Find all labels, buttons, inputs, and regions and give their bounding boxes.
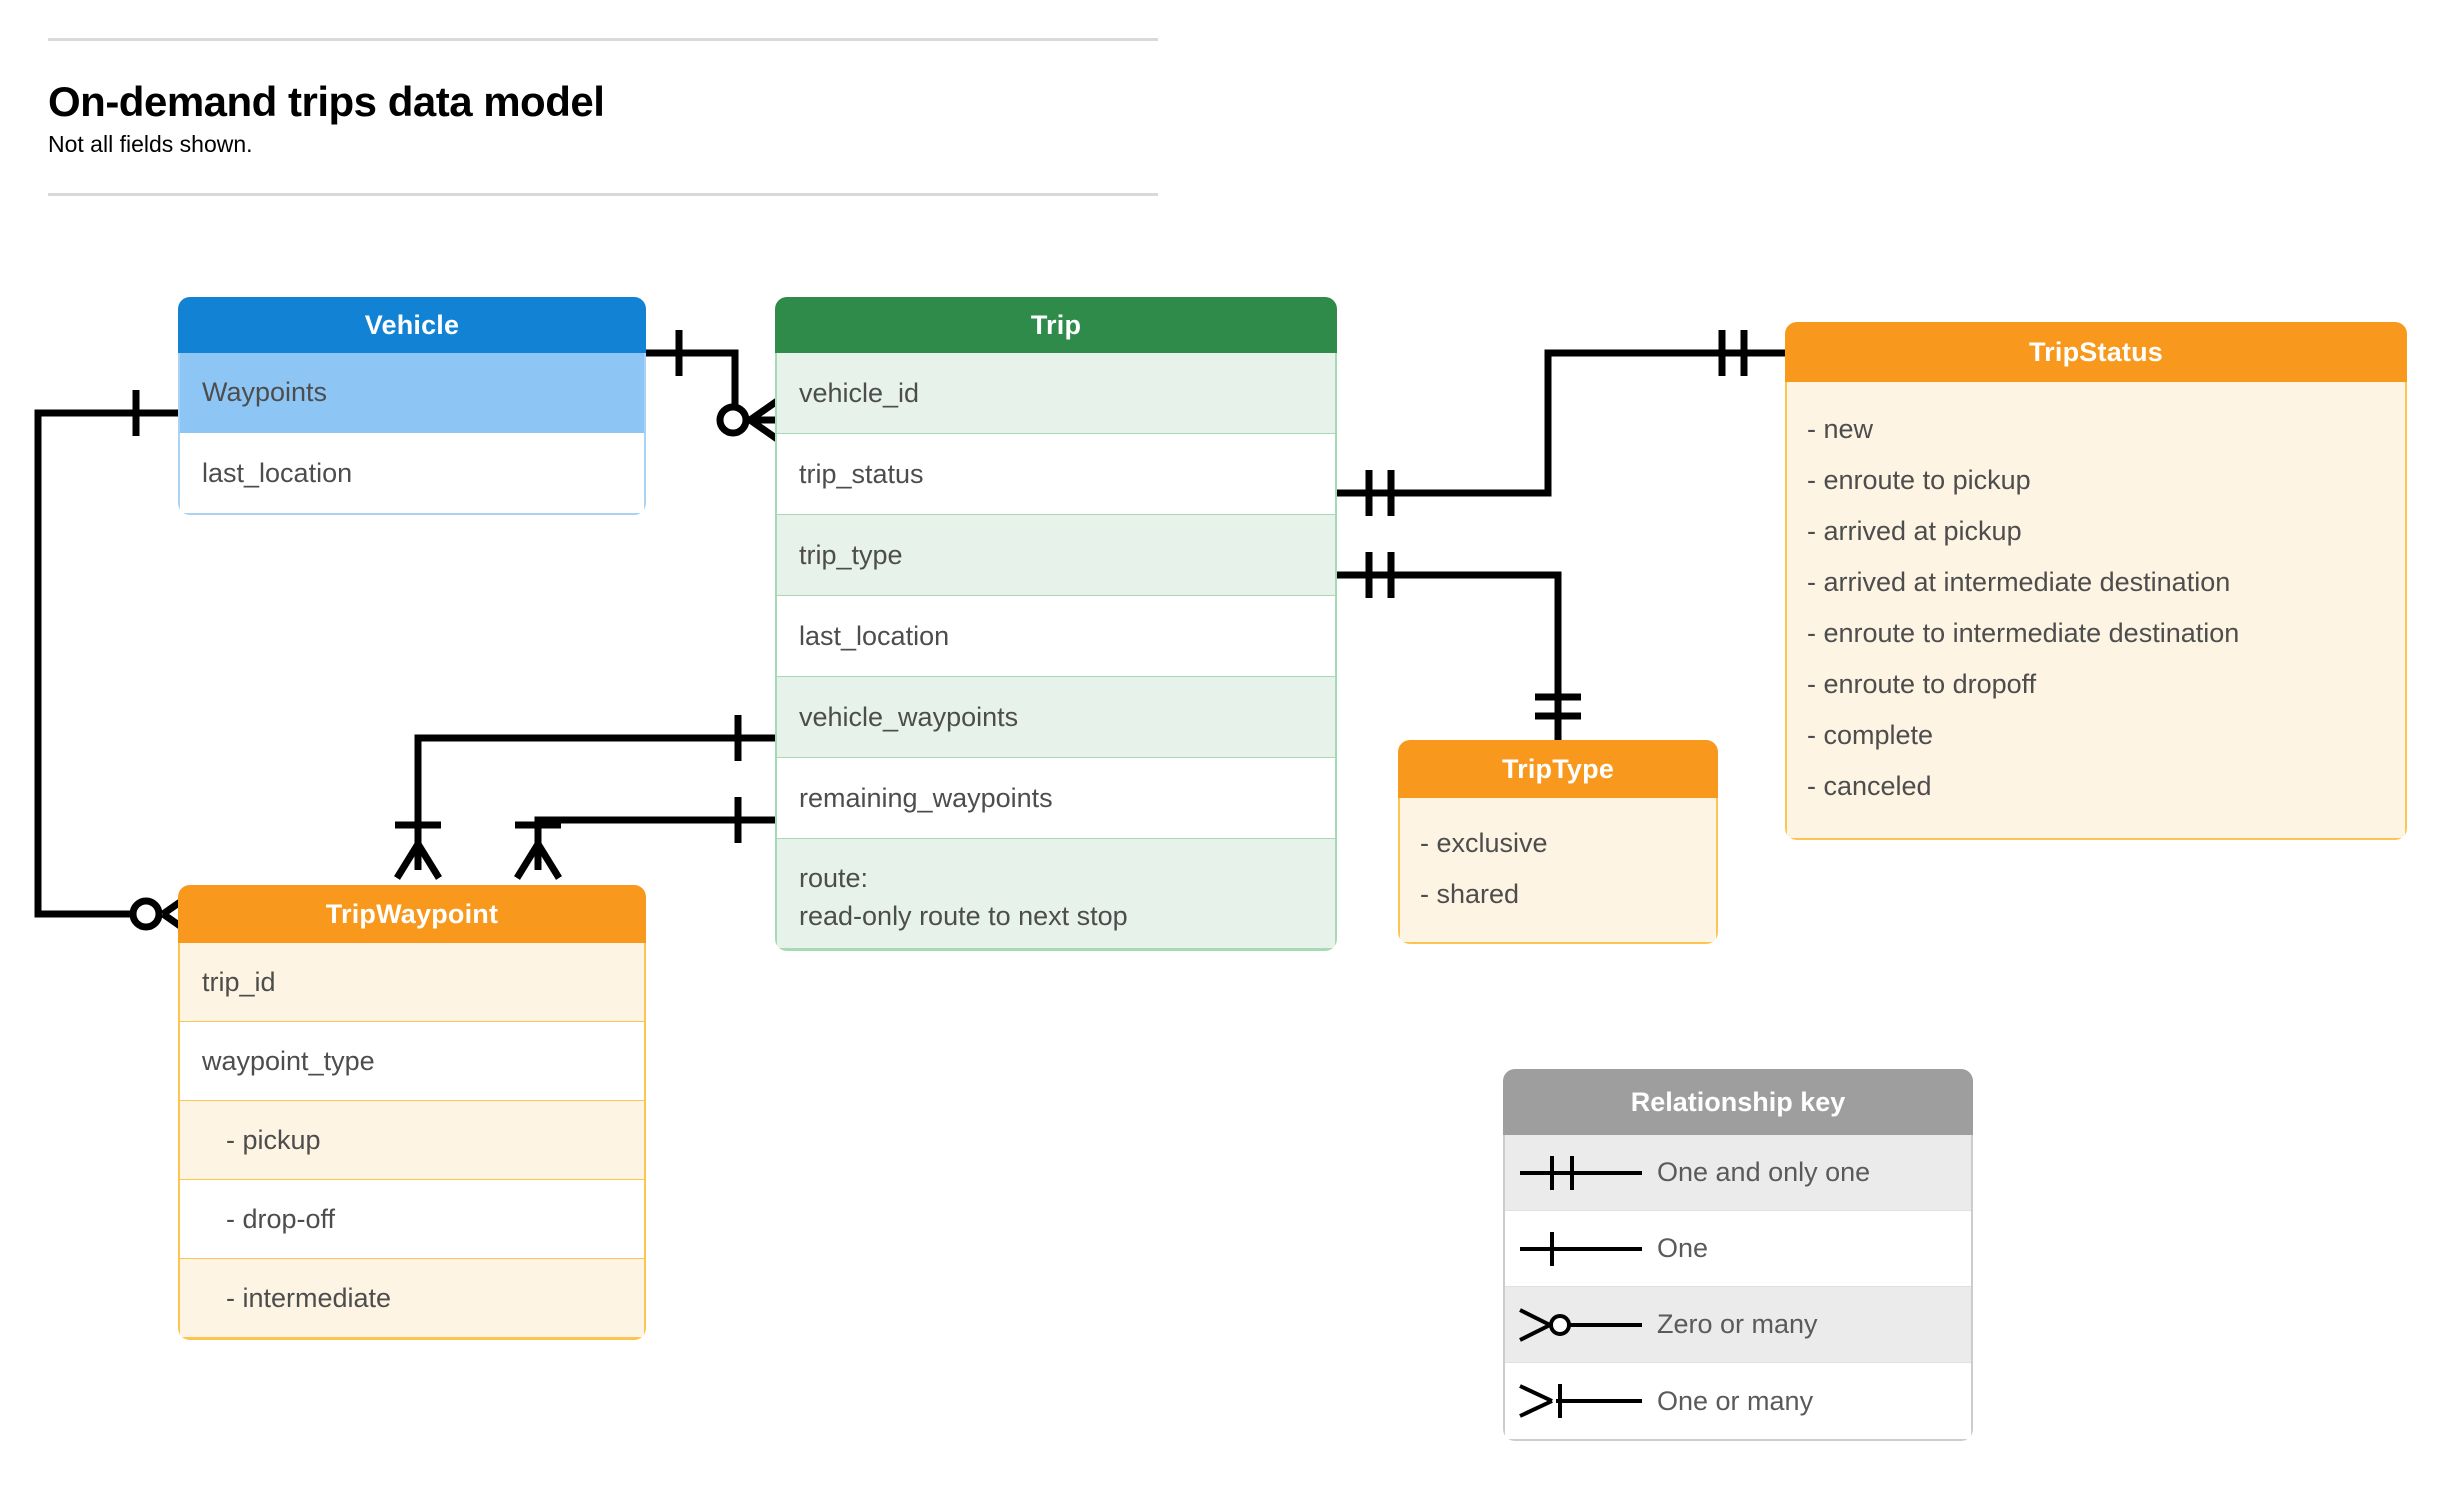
entity-tripwaypoint-fields: trip_id waypoint_type - pickup - drop-of…: [178, 943, 646, 1340]
field-row[interactable]: vehicle_id: [777, 353, 1335, 434]
entity-vehicle-fields: Waypoints last_location: [178, 353, 646, 515]
field-row[interactable]: trip_type: [777, 515, 1335, 596]
field-route-description: read-only route to next stop: [799, 901, 1128, 932]
connector-remaining-waypoints-to-tripwaypoint: [514, 797, 775, 880]
zero-or-many-icon: [1505, 1303, 1657, 1347]
enum-value-row: - enroute to pickup: [1807, 464, 2031, 495]
page-subtitle: Not all fields shown.: [48, 131, 253, 158]
entity-tripwaypoint-title: TripWaypoint: [178, 885, 646, 943]
legend-label: One and only one: [1657, 1157, 1871, 1187]
connector-vehicle-waypoints-to-tripwaypoint: [34, 390, 196, 938]
legend-row-one: One: [1505, 1211, 1971, 1287]
field-row[interactable]: vehicle_waypoints: [777, 677, 1335, 758]
one-icon: [1505, 1227, 1657, 1271]
entity-vehicle-title: Vehicle: [178, 297, 646, 353]
enum-value-row: - intermediate: [180, 1259, 644, 1338]
enum-value-row: - arrived at pickup: [1807, 515, 2022, 546]
header-bottom-rule: [48, 192, 1158, 196]
relationship-key-legend: Relationship key One and only one One: [1503, 1069, 1973, 1441]
entity-trip[interactable]: Trip vehicle_id trip_status trip_type la…: [775, 297, 1337, 951]
connector-trip-type-to-triptype: [1337, 552, 1581, 740]
enum-value-row: - drop-off: [180, 1180, 644, 1259]
entity-triptype[interactable]: TripType - exclusive - shared: [1398, 740, 1718, 944]
field-route-label: route:: [799, 863, 869, 893]
entity-tripstatus-values: - new - enroute to pickup - arrived at p…: [1785, 382, 2407, 840]
entity-tripstatus[interactable]: TripStatus - new - enroute to pickup - a…: [1785, 322, 2407, 840]
enum-value-row: - arrived at intermediate destination: [1807, 566, 2231, 597]
connector-trip-status-to-tripstatus: [1337, 330, 1785, 516]
enum-value-row: - canceled: [1807, 771, 1932, 801]
legend-label: One: [1657, 1233, 1709, 1263]
field-row[interactable]: last_location: [777, 596, 1335, 677]
legend-row-one-and-only-one: One and only one: [1505, 1135, 1971, 1211]
entity-tripstatus-title: TripStatus: [1785, 322, 2407, 382]
enum-value-row: - exclusive: [1420, 827, 1548, 858]
field-row[interactable]: trip_status: [777, 434, 1335, 515]
field-row[interactable]: waypoint_type: [180, 1022, 644, 1101]
enum-value-row: - pickup: [180, 1101, 644, 1180]
field-row-route[interactable]: route: read-only route to next stop: [777, 839, 1335, 949]
entity-trip-fields: vehicle_id trip_status trip_type last_lo…: [775, 353, 1337, 951]
legend-row-one-or-many: One or many: [1505, 1363, 1971, 1439]
entity-triptype-title: TripType: [1398, 740, 1718, 798]
connector-vehicle-waypoints-field-to-tripwaypoint: [394, 715, 775, 880]
connector-vehicle-to-trip: [646, 330, 783, 444]
field-row[interactable]: last_location: [202, 457, 353, 488]
enum-value-row: - shared: [1420, 879, 1520, 909]
page-title: On-demand trips data model: [48, 78, 605, 125]
enum-value-row: - enroute to dropoff: [1807, 668, 2037, 699]
legend-title: Relationship key: [1503, 1069, 1973, 1135]
entity-triptype-values: - exclusive - shared: [1398, 798, 1718, 944]
one-and-only-one-icon: [1505, 1151, 1657, 1195]
entity-tripwaypoint[interactable]: TripWaypoint trip_id waypoint_type - pic…: [178, 885, 646, 1340]
page-header: On-demand trips data model Not all field…: [48, 38, 1158, 196]
legend-label: Zero or many: [1657, 1309, 1818, 1339]
header-top-rule: [48, 38, 1158, 41]
field-row[interactable]: trip_id: [180, 943, 644, 1022]
legend-label: One or many: [1657, 1385, 1814, 1416]
field-row[interactable]: remaining_waypoints: [777, 758, 1335, 839]
field-row[interactable]: Waypoints: [180, 353, 644, 433]
entity-vehicle[interactable]: Vehicle Waypoints last_location: [178, 297, 646, 515]
legend-rows: One and only one One Zero or many: [1503, 1135, 1973, 1441]
enum-value-row: - complete: [1807, 719, 1934, 750]
enum-value-row: - new: [1807, 413, 1874, 444]
enum-value-row: - enroute to intermediate destination: [1807, 617, 2240, 648]
legend-row-zero-or-many: Zero or many: [1505, 1287, 1971, 1363]
one-or-many-icon: [1505, 1379, 1657, 1423]
entity-trip-title: Trip: [775, 297, 1337, 353]
